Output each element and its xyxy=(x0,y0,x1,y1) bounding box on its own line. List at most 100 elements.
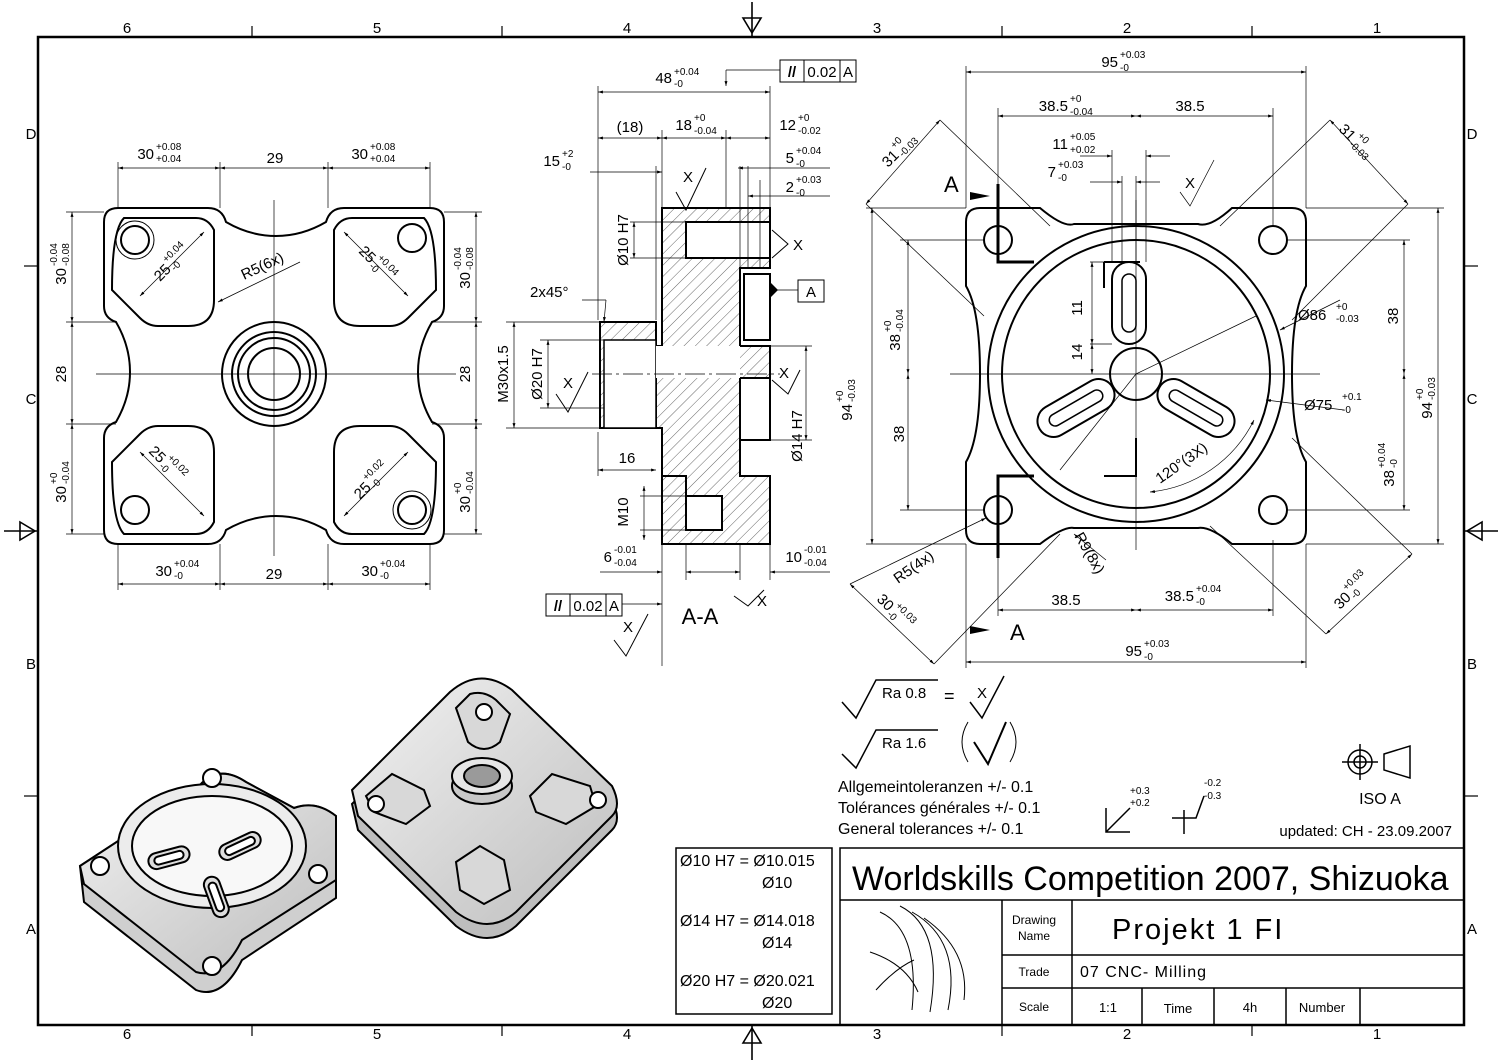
note-tol-de: Allgemeintoleranzen +/- 0.1 xyxy=(838,779,1033,796)
fit-base: Ø10 xyxy=(762,875,792,892)
dim-94-right: 94 xyxy=(1419,402,1436,419)
dim-phi75: Ø75 xyxy=(1304,397,1332,414)
dim-r5: R5(4x) xyxy=(891,548,938,588)
dim-385-right: 38.5 xyxy=(1175,98,1204,115)
tol-lo: +0.02 xyxy=(1070,145,1096,156)
tol-up: +0.1 xyxy=(1342,392,1362,403)
tol-lo: -0 xyxy=(796,188,805,199)
dim-bottom-right: 30 xyxy=(361,563,378,580)
fcf-value: 0.02 xyxy=(573,598,602,615)
dim-11: 11 xyxy=(1052,136,1068,153)
fcf-symbol: // xyxy=(554,598,563,615)
tol-lo: -0 xyxy=(1196,597,1205,608)
dim-7: 7 xyxy=(1048,164,1056,181)
roughness-x: X xyxy=(623,619,633,636)
tol-lo: -0.03 xyxy=(1427,377,1438,400)
dim-phi86: Ø86 xyxy=(1298,307,1326,324)
fit-base: Ø14 xyxy=(762,935,792,952)
dim-95-bottom: 95 xyxy=(1125,643,1142,660)
tol-lo: -0.08 xyxy=(61,243,72,266)
zone-col-5-bottom: 5 xyxy=(373,1026,381,1043)
zone-col-6-top: 6 xyxy=(123,20,131,37)
front-view: 30 +0.08 +0.04 29 30 +0.08 +0.04 30 +0.0… xyxy=(49,142,482,590)
tol-lo: -0 xyxy=(1144,652,1153,663)
tol-lo: -0 xyxy=(674,79,683,90)
tol-lo: -0 xyxy=(174,571,183,582)
note-tol-fr: Tolérances générales +/- 0.1 xyxy=(838,800,1040,817)
tol-up: -0.04 xyxy=(49,243,60,266)
note-sym1-lo: +0.2 xyxy=(1130,798,1150,809)
trade-value: 07 CNC- Milling xyxy=(1080,964,1207,981)
tol-lo: -0.08 xyxy=(465,247,476,270)
zone-col-4-bottom: 4 xyxy=(623,1026,631,1043)
note-sym2-lo: -0.3 xyxy=(1204,791,1222,802)
dim-48: 48 xyxy=(655,70,672,87)
roughness-x: X xyxy=(779,365,789,382)
tol-up: +0 xyxy=(453,482,464,494)
tol-up: -0.01 xyxy=(804,545,827,556)
fcf-symbol: // xyxy=(788,64,797,81)
pocket-bottom-right xyxy=(333,425,438,535)
note-iso: ISO A xyxy=(1359,791,1401,808)
dim-5: 5 xyxy=(786,150,794,167)
note-tol-en: General tolerances +/- 0.1 xyxy=(838,821,1024,838)
dim-top-mid: 29 xyxy=(267,150,284,167)
tol-up: +0 xyxy=(883,320,894,332)
tol-up: +0.03 xyxy=(1120,50,1146,61)
tol-up: -0.04 xyxy=(453,247,464,270)
note-sym2-up: -0.2 xyxy=(1204,778,1222,789)
scale-value: 1:1 xyxy=(1099,1000,1117,1015)
dim-bottom-left: 30 xyxy=(155,563,172,580)
dim-38-bottom-left: 38 xyxy=(891,426,908,443)
datum-a-box xyxy=(797,279,825,303)
tol-lo: +0.04 xyxy=(370,154,396,165)
tol-up: +0.08 xyxy=(370,142,396,153)
tol-up: +0.05 xyxy=(1070,132,1096,143)
datum-a: A xyxy=(806,284,816,301)
dim-18: 18 xyxy=(675,117,692,134)
tol-up: +0.03 xyxy=(796,175,822,186)
tol-lo: -0.03 xyxy=(847,379,858,402)
dim-18-ref: (18) xyxy=(617,119,644,136)
tol-up: -0.01 xyxy=(614,545,637,556)
zone-row-a-left: A xyxy=(26,921,36,938)
centering-marks xyxy=(4,2,1498,1060)
section-view: A // 0.02 A // 0.02 A X X X X X X 48 +0.… xyxy=(495,59,857,666)
section-a-bottom: A xyxy=(1010,620,1025,645)
zone-col-3-top: 3 xyxy=(873,20,881,37)
dim-r9: R9(8x) xyxy=(1071,530,1108,577)
fit-base: Ø20 xyxy=(762,995,792,1012)
zone-row-d-left: D xyxy=(26,126,37,143)
roughness-x: X xyxy=(1185,175,1195,192)
zone-col-2-bottom: 2 xyxy=(1123,1026,1131,1043)
tol-lo: -0.04 xyxy=(804,558,827,569)
tol-lo: -0.04 xyxy=(1070,107,1093,118)
tol-lo: -0 xyxy=(380,571,389,582)
note-equals: = xyxy=(944,686,955,706)
zone-col-1-top: 1 xyxy=(1373,20,1381,37)
zone-row-b-left: B xyxy=(26,656,36,673)
iso-render-top xyxy=(350,677,618,939)
tol-lo: -0 xyxy=(1120,63,1129,74)
roughness-x: X xyxy=(757,593,767,610)
dim-radius: R5(6x) xyxy=(239,249,287,283)
tol-up: +0.08 xyxy=(156,142,182,153)
tol-lo: -0.04 xyxy=(61,461,72,484)
label-scale: Scale xyxy=(1019,1000,1049,1014)
note-updated: updated: CH - 23.09.2007 xyxy=(1279,823,1452,840)
dim-12: 12 xyxy=(779,117,796,134)
tol-lo: -0.02 xyxy=(798,126,821,137)
fit-nominal: Ø14 H7 = Ø14.018 xyxy=(680,913,815,930)
pocket-top-right xyxy=(333,217,438,327)
pocket-bottom-left xyxy=(110,425,215,535)
title: Worldskills Competition 2007, Shizuoka xyxy=(852,860,1449,898)
note-ra08: Ra 0.8 xyxy=(882,685,926,702)
zone-labels: 6 5 4 3 2 1 6 5 4 3 2 1 D C B A D C B A xyxy=(26,20,1478,1043)
tol-lo: -0.03 xyxy=(897,135,921,159)
tol-up: +0 xyxy=(1415,388,1426,400)
dim-left-mid: 28 xyxy=(53,366,70,383)
fcf-datum: A xyxy=(843,64,853,81)
note-ra16: Ra 1.6 xyxy=(882,735,926,752)
label-number: Number xyxy=(1299,1000,1346,1015)
